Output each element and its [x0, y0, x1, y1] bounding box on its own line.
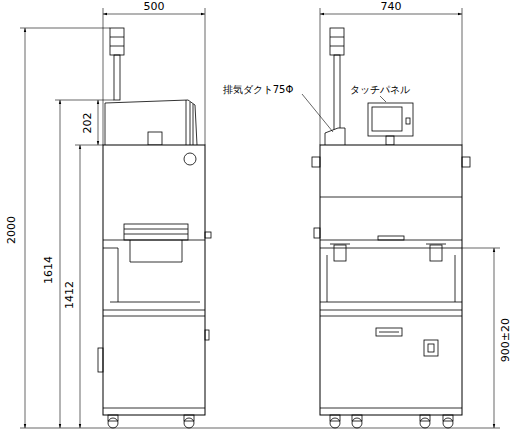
duct-callout: 排気ダクト75Φ [222, 84, 295, 95]
dimension-height: 900±20 [500, 317, 512, 363]
dimension-height: 1614 [43, 255, 55, 285]
dimension-width: 740 [380, 1, 403, 13]
dimension-width: 500 [143, 1, 166, 13]
panel-callout: タッチパネル [349, 84, 411, 95]
dimension-height: 202 [82, 112, 94, 135]
dimension-height: 1412 [64, 280, 76, 310]
dimension-height: 2000 [6, 215, 18, 245]
